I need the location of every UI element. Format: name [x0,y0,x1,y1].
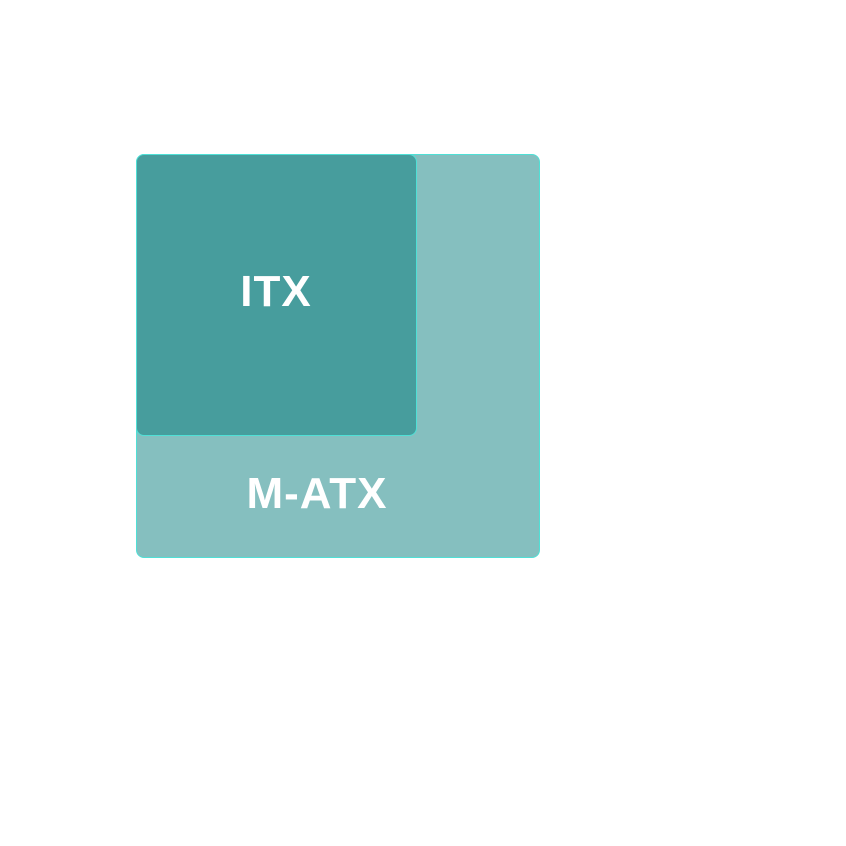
itx-board [136,154,417,436]
itx-label: ITX [240,267,312,316]
matx-label: M-ATX [246,469,388,518]
